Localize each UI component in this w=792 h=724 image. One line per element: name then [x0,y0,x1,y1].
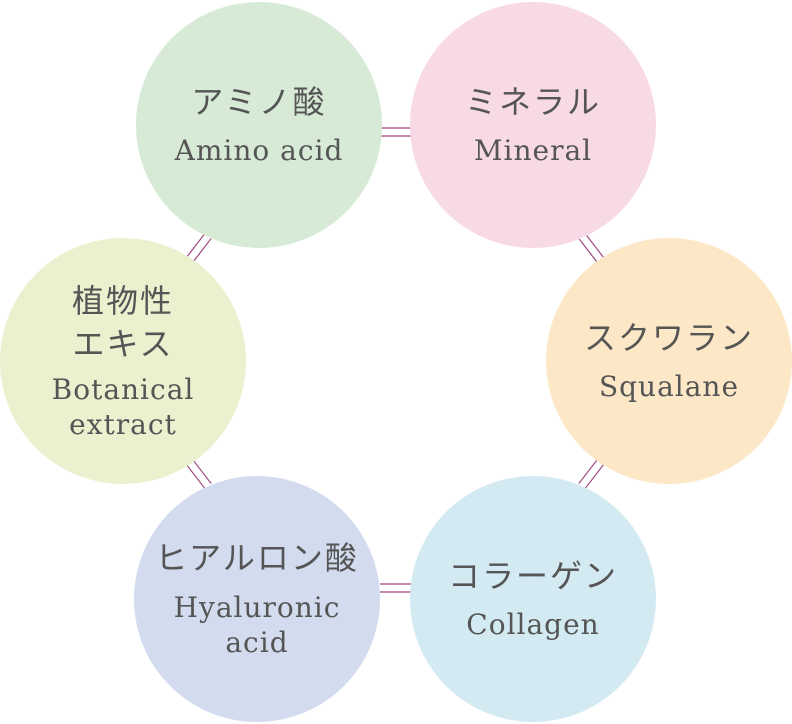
node-botanical-extract-jp-label: 植物性 エキス [71,281,174,363]
node-collagen-en-label: Collagen [466,608,600,641]
node-squalane: スクワラン Squalane [546,238,792,484]
connector-collagen-hyaluronic [380,583,412,593]
connector-hyaluronic-botanical [184,457,212,489]
node-mineral-en-label: Mineral [473,134,593,167]
connector-amino-mineral [380,127,412,137]
node-amino-acid-en-label: Amino acid [174,134,344,167]
node-hyaluronic-acid: ヒアルロン酸 Hyaluronic acid [134,476,380,722]
node-squalane-en-label: Squalane [598,370,740,403]
node-botanical-extract: 植物性 エキス Botanical extract [0,238,246,484]
node-mineral-jp-label: ミネラル [464,83,601,122]
node-squalane-jp-label: スクワラン [583,319,754,358]
node-amino-acid: アミノ酸 Amino acid [136,2,382,248]
connector-squalane-collagen [578,457,606,489]
node-botanical-extract-en-label: Botanical extract [51,373,195,442]
connector-mineral-squalane [578,233,606,265]
node-collagen-jp-label: コラーゲン [447,557,618,596]
node-hyaluronic-acid-en-label: Hyaluronic acid [173,590,341,659]
node-collagen: コラーゲン Collagen [410,476,656,722]
node-hyaluronic-acid-jp-label: ヒアルロン酸 [155,539,359,578]
node-mineral: ミネラル Mineral [410,2,656,248]
node-amino-acid-jp-label: アミノ酸 [191,83,327,122]
